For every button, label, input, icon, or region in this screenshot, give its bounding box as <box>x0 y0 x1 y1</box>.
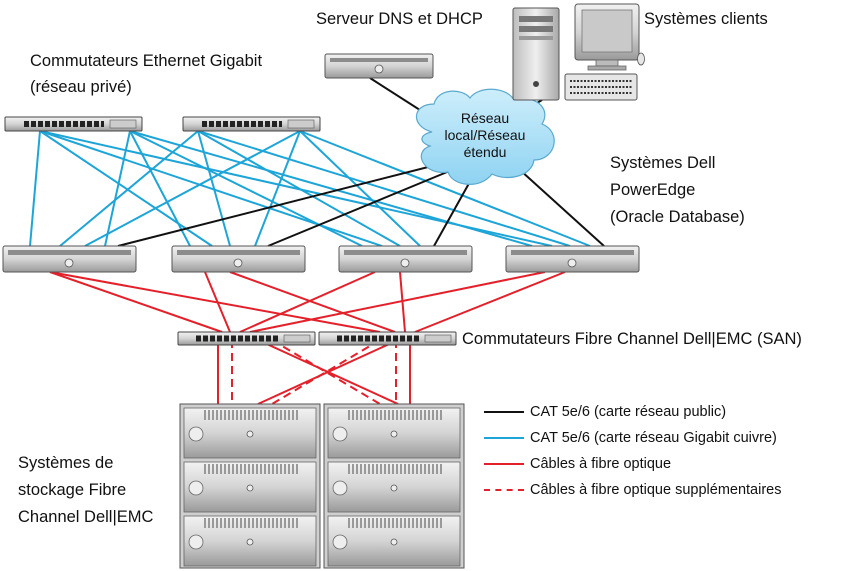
poweredge-systems-label: Systèmes Dell PowerEdge (Oracle Database… <box>610 154 745 226</box>
fibre-channel-switch-2 <box>318 331 457 346</box>
dns-dhcp-server <box>324 53 434 79</box>
legend-label-public-nic: CAT 5e/6 (carte réseau public) <box>530 404 727 420</box>
fc-switches-label: Commutateurs Fibre Channel Dell|EMC (SAN… <box>462 330 802 348</box>
wan-cloud <box>415 88 555 185</box>
client-tower <box>512 7 560 101</box>
legend-label-additional-fibre: Câbles à fibre optique supplémentaires <box>530 482 782 498</box>
client-monitor <box>574 3 640 71</box>
legend-swatch-public-nic <box>484 411 524 413</box>
legend-label-gigabit-copper: CAT 5e/6 (carte réseau Gigabit cuivre) <box>530 430 777 446</box>
legend-swatch-fibre <box>484 463 524 465</box>
legend-item-additional-fibre: Câbles à fibre optique supplémentaires <box>484 482 781 498</box>
client-keyboard <box>564 73 638 101</box>
ethernet-switches-label: Commutateurs Ethernet Gigabit (réseau pr… <box>30 52 263 96</box>
poweredge-server-3 <box>338 245 473 273</box>
legend-swatch-gigabit-copper <box>484 437 524 439</box>
legend-swatch-additional-fibre <box>484 489 524 491</box>
wan-cloud-label: Réseau local/Réseau étendu <box>444 110 526 160</box>
poweredge-server-2 <box>171 245 306 273</box>
storage-array-2 <box>323 403 465 569</box>
legend-label-fibre: Câbles à fibre optique <box>530 456 672 472</box>
legend-item-public-nic: CAT 5e/6 (carte réseau public) <box>484 404 726 420</box>
poweredge-server-4 <box>505 245 640 273</box>
legend-item-gigabit-copper: CAT 5e/6 (carte réseau Gigabit cuivre) <box>484 430 777 446</box>
storage-systems-label: Systèmes de stockage Fibre Channel Dell|… <box>18 454 154 526</box>
storage-array-1 <box>179 403 321 569</box>
fibre-cables <box>49 271 566 405</box>
client-systems-label: Systèmes clients <box>644 10 768 28</box>
fibre-channel-switch-1 <box>177 331 316 346</box>
additional-fibre-cables <box>231 339 397 405</box>
ethernet-switch-1 <box>4 116 143 132</box>
client-mouse <box>637 52 645 66</box>
poweredge-server-1 <box>2 245 137 273</box>
dns-server-label: Serveur DNS et DHCP <box>316 10 483 28</box>
legend-item-fibre: Câbles à fibre optique <box>484 456 671 472</box>
ethernet-switch-2 <box>182 116 321 132</box>
gigabit-copper-cables <box>29 130 591 247</box>
